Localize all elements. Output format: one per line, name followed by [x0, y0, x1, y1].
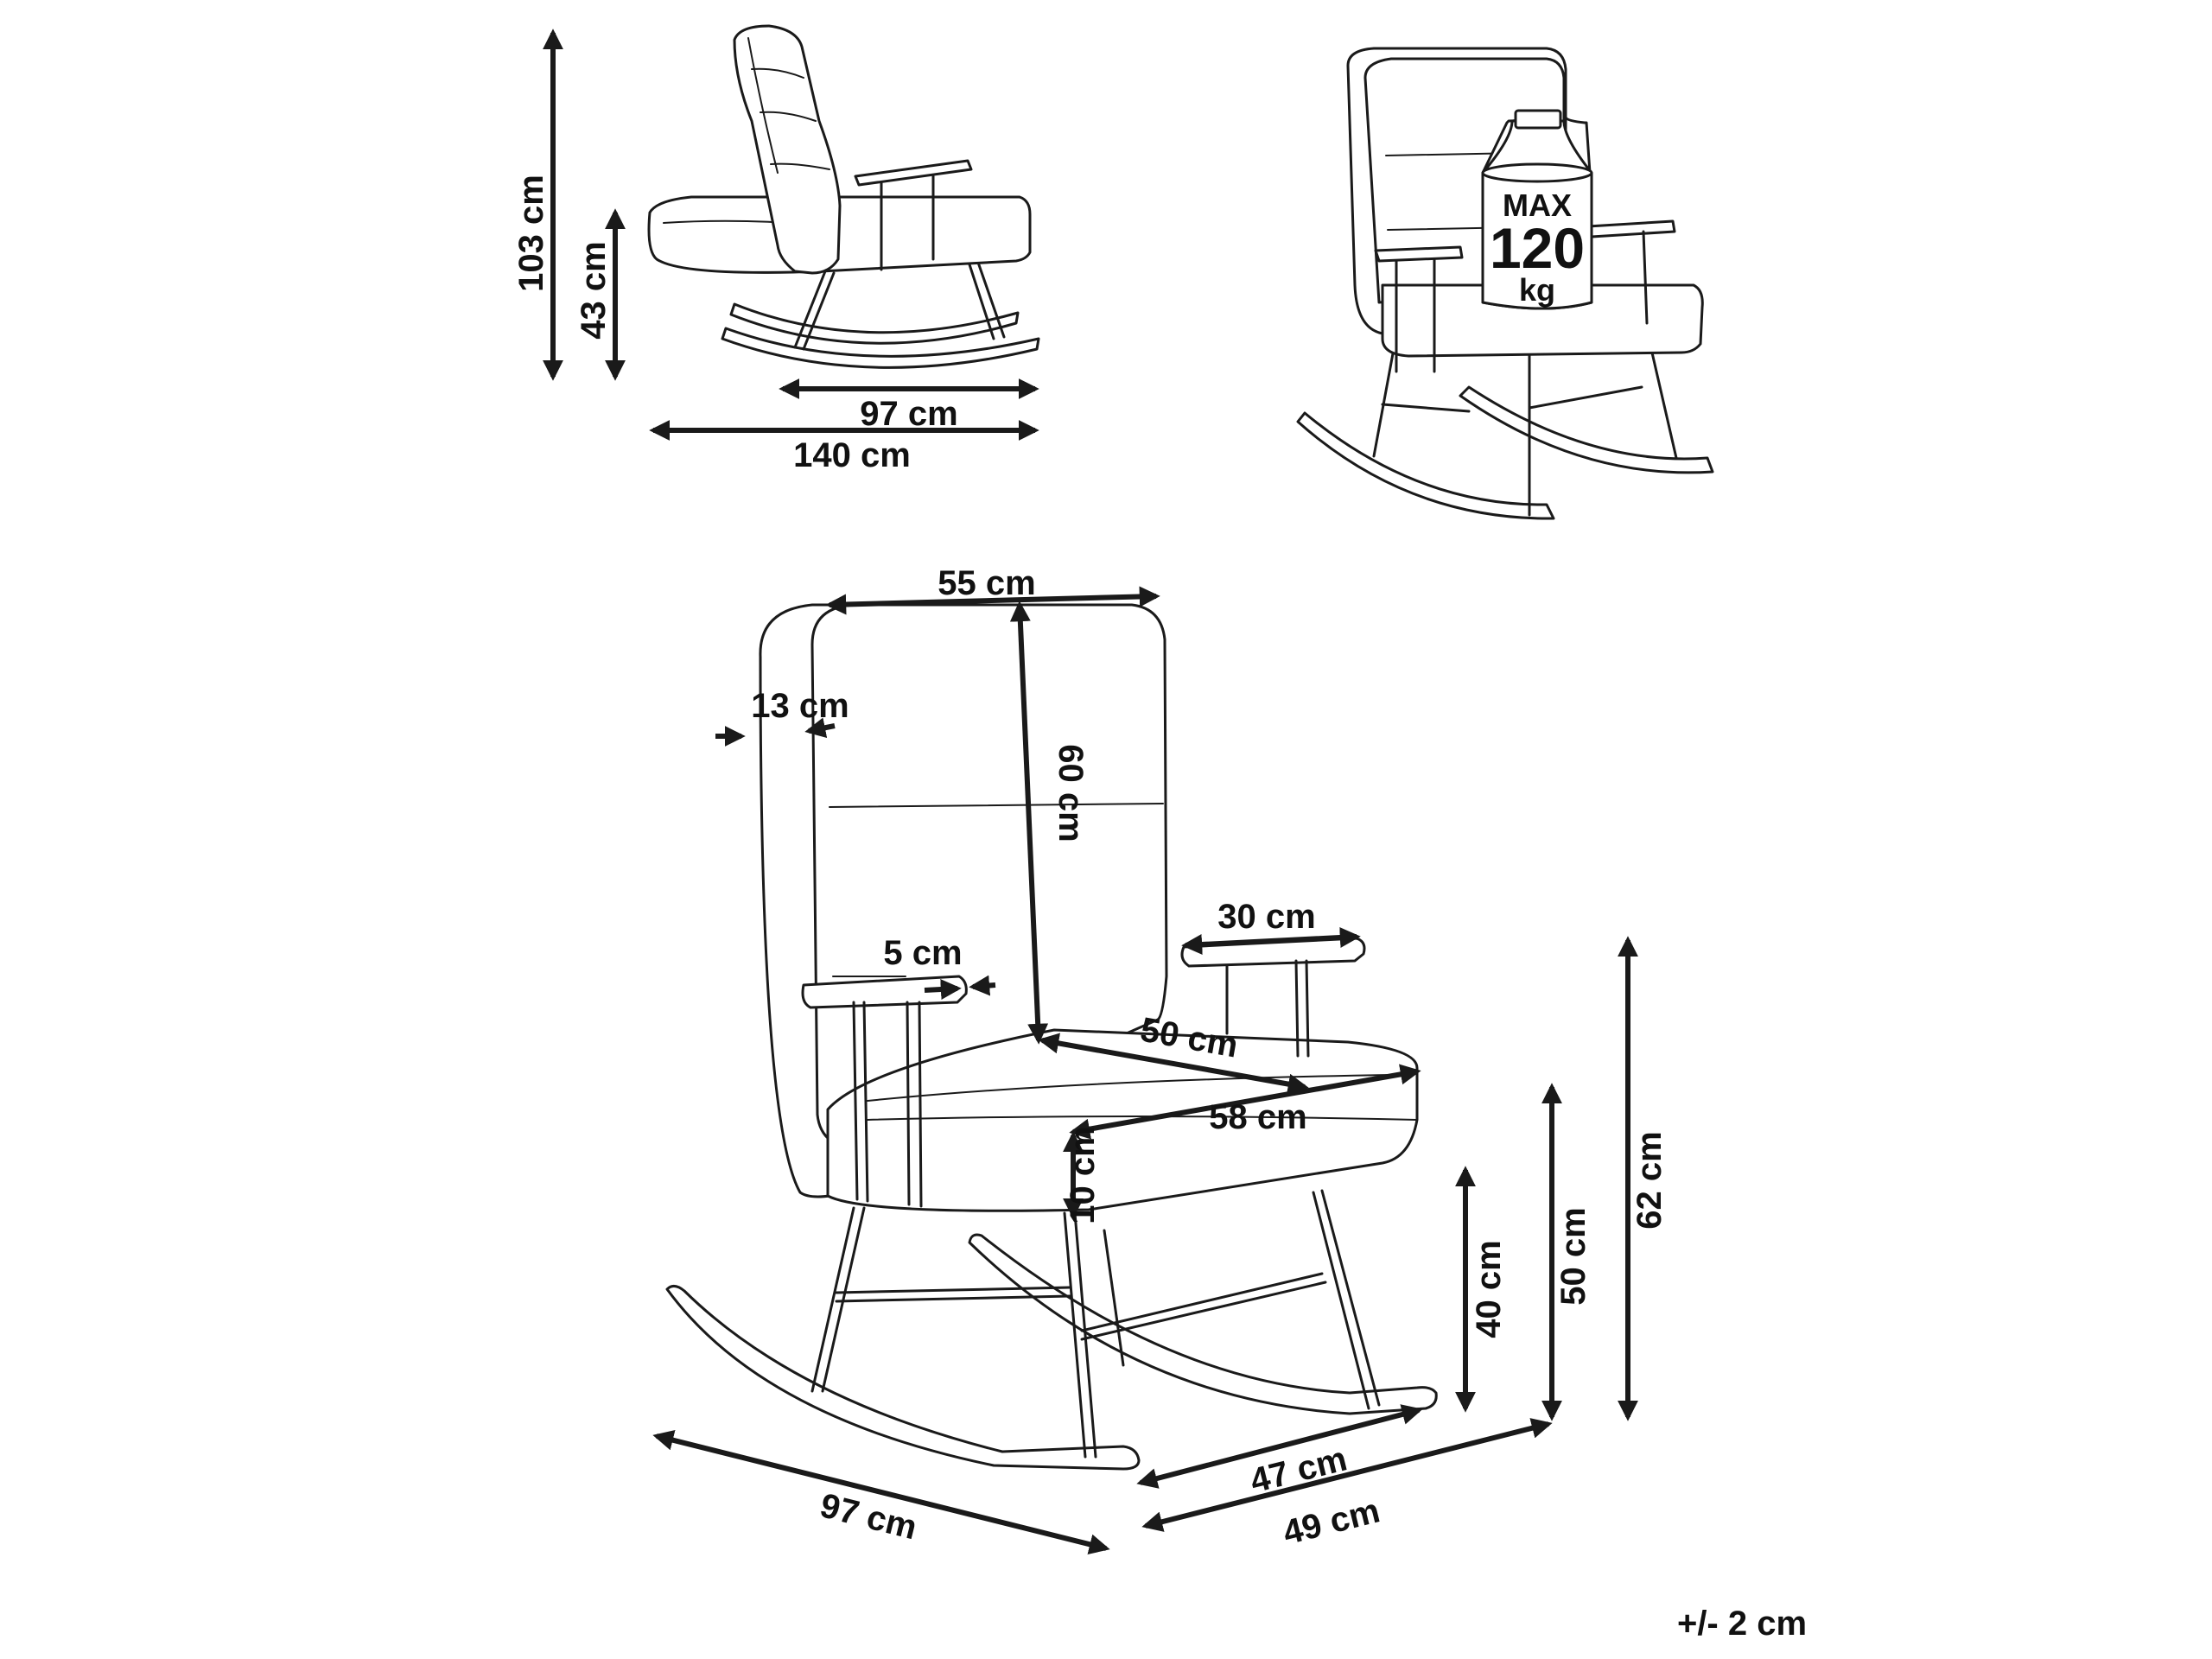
max-load-unit: kg: [1519, 272, 1555, 308]
dim-total-depth-label: 140 cm: [793, 436, 911, 474]
dim-seat-thickness-label: 10 cm: [1064, 1126, 1102, 1224]
max-load-value: 120: [1490, 216, 1585, 280]
dim-armrest-height-total-label: 62 cm: [1630, 1131, 1669, 1229]
dim-backrest-thickness-label: 13 cm: [751, 687, 849, 725]
side-view-chair: [647, 24, 1040, 369]
dim-armrest-floor-height-label: 50 cm: [1554, 1207, 1592, 1305]
dim-rocker-length-label: 97 cm: [860, 395, 957, 433]
load-view-chair: MAX 120 kg: [1296, 47, 1714, 520]
tolerance-note: +/- 2 cm: [1677, 1605, 1807, 1643]
main-view-chair: [665, 603, 1438, 1471]
dim-seat-height-label: 43 cm: [575, 241, 613, 339]
dim-backrest-width-label: 55 cm: [938, 564, 1035, 602]
side-view-dimensions: 103 cm 43 cm 97 cm 140 cm: [512, 29, 1039, 474]
dim-seat-height-label-main: 40 cm: [1470, 1240, 1508, 1338]
dim-seat-width-label: 58 cm: [1209, 1098, 1306, 1136]
dim-armrest-length-label: 30 cm: [1217, 898, 1315, 936]
dim-backrest-height-label: 60 cm: [1052, 744, 1090, 842]
main-view-dimensions: 55 cm 60 cm 13 cm 5 cm 30 cm 50 cm 58 cm…: [652, 564, 1669, 1554]
max-load-line1: MAX: [1503, 188, 1572, 223]
dim-height-total-label: 103 cm: [512, 175, 550, 292]
dim-outer-width-label: 49 cm: [1280, 1491, 1384, 1552]
dim-armrest-width-label: 5 cm: [883, 934, 962, 972]
